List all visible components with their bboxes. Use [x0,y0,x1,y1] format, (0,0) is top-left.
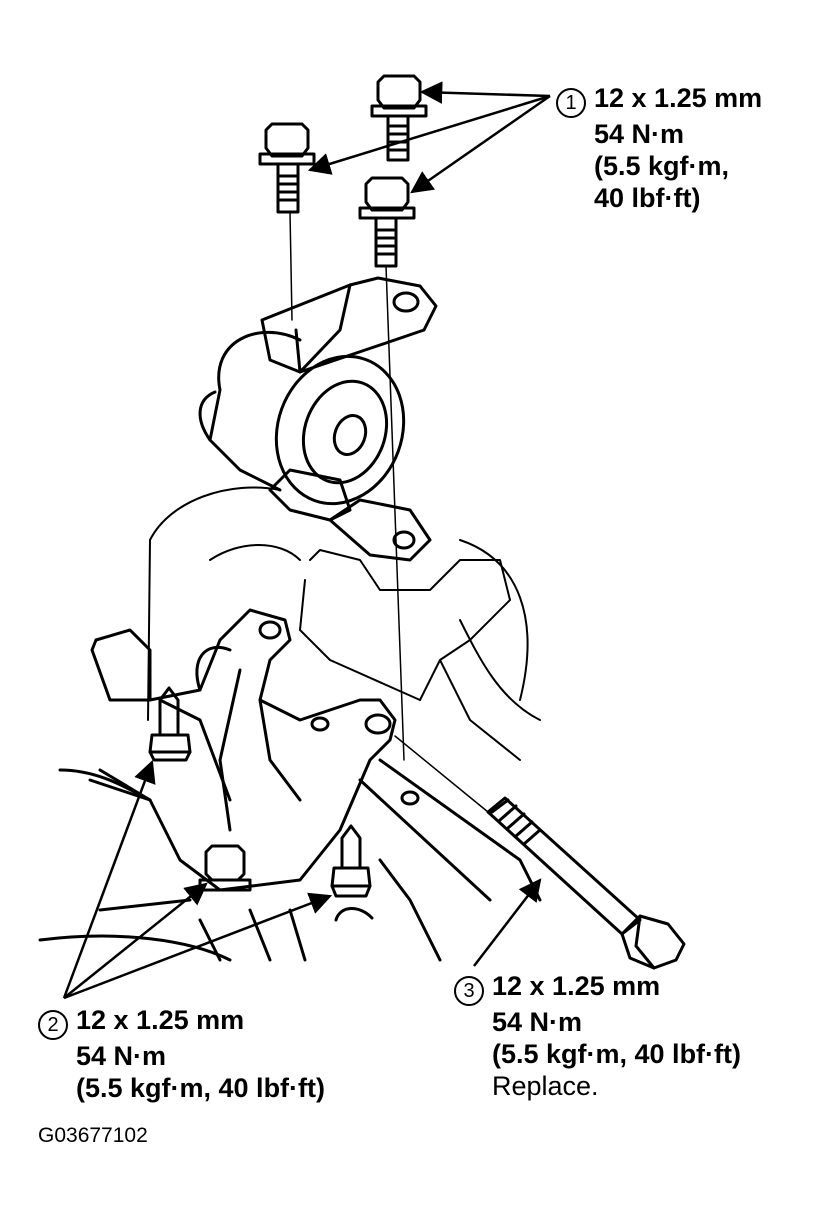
mount-bracket [38,608,542,962]
nut-center [198,844,252,892]
callout-3: 3 12 x 1.25 mm 54 N·m (5.5 kgf·m, 40 lbf·… [454,970,741,1102]
callout-number-3: 3 [454,975,484,1006]
leader-lines [62,81,551,1000]
upper-bolt-3 [358,176,416,268]
callout-2-torque-full: (5.5 kgf·m, 40 lbf·ft) [76,1072,326,1103]
callout-3-torque-nm: 54 N·m [492,1006,583,1037]
callout-2-size: 12 x 1.25 mm [76,1005,245,1035]
callout-1-torque-lbfft: 40 lbf·ft) [594,182,701,213]
body-frame [147,486,541,761]
stud-nut-right [330,824,374,922]
callout-3-size: 12 x 1.25 mm [492,971,661,1001]
through-bolt [394,735,686,970]
callout-3-note: Replace. [492,1070,599,1101]
callout-2: 2 12 x 1.25 mm 54 N·m (5.5 kgf·m, 40 lbf·… [38,1004,325,1104]
callout-1: 1 12 x 1.25 mm 54 N·m (5.5 kgf·m, 40 lbf·… [556,82,762,214]
callout-1-torque-nm: 54 N·m [594,118,685,149]
callout-1-size: 12 x 1.25 mm [594,83,763,113]
callout-1-torque-kgfm: (5.5 kgf·m, [594,150,730,181]
engine-mount [198,276,438,562]
figure-code: G03677102 [38,1124,148,1147]
stud-nut-left [148,686,192,762]
upper-bolt-2 [258,122,316,214]
callout-2-torque-nm: 54 N·m [76,1040,167,1071]
callout-3-torque-full: (5.5 kgf·m, 40 lbf·ft) [492,1038,742,1069]
callout-number-2: 2 [38,1009,68,1040]
callout-number-1: 1 [556,87,586,118]
